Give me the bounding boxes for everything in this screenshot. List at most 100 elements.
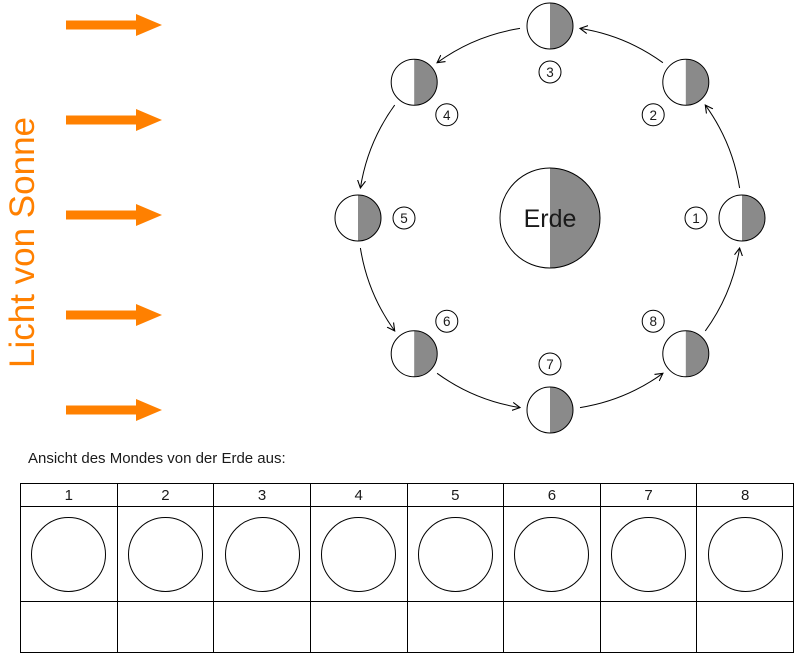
phase-name-cell-3 bbox=[213, 601, 311, 653]
number-circle bbox=[641, 309, 665, 333]
orbit-arrow-3 bbox=[437, 27, 521, 62]
moon-positions bbox=[334, 2, 766, 434]
number-text: 6 bbox=[443, 314, 451, 329]
moon-shadow-half bbox=[742, 195, 765, 241]
number-circle bbox=[538, 60, 562, 84]
empty-moon-circle-8 bbox=[707, 516, 783, 592]
answer-table-empty-row bbox=[20, 601, 794, 653]
position-number-1: 1 bbox=[684, 206, 708, 230]
answer-table-circle-row bbox=[20, 506, 794, 602]
moon-outline bbox=[390, 58, 438, 106]
position-number-3: 3 bbox=[538, 60, 562, 84]
sunlight-label: Licht von Sonne bbox=[3, 117, 42, 368]
position-number-6: 6 bbox=[435, 309, 459, 333]
number-text: 3 bbox=[546, 65, 554, 80]
column-header-6: 6 bbox=[503, 483, 601, 507]
column-header-4: 4 bbox=[309, 483, 408, 507]
empty-moon-circle-5 bbox=[417, 516, 493, 592]
number-text: 1 bbox=[692, 211, 700, 226]
position-number-2: 2 bbox=[641, 103, 665, 127]
column-header-1: 1 bbox=[20, 483, 118, 507]
moon-view-cell-3 bbox=[213, 506, 311, 602]
moon-view-cell-1 bbox=[20, 506, 118, 602]
moon-outline bbox=[526, 386, 574, 434]
sun-ray-arrow bbox=[66, 14, 162, 36]
moon-position-3 bbox=[526, 2, 574, 50]
orbit-direction-arrows bbox=[360, 28, 739, 407]
earth-label: Erde bbox=[524, 205, 577, 233]
moon-shadow-half bbox=[550, 3, 573, 49]
moon-position-1 bbox=[718, 194, 766, 242]
moon-shadow-half bbox=[414, 59, 438, 106]
position-number-4: 4 bbox=[435, 103, 459, 127]
phase-name-cell-2 bbox=[116, 601, 215, 653]
moon-outline bbox=[662, 58, 710, 106]
moon-position-7 bbox=[526, 386, 574, 434]
moon-outline bbox=[526, 2, 574, 50]
phase-name-cell-8 bbox=[696, 601, 794, 653]
number-circle bbox=[641, 103, 665, 127]
column-header-7: 7 bbox=[599, 483, 698, 507]
moon-position-8 bbox=[662, 330, 710, 378]
phase-name-cell-4 bbox=[309, 601, 408, 653]
worksheet-prompt: Ansicht des Mondes von der Erde aus: bbox=[28, 450, 286, 467]
moon-phases-diagram: Licht von Sonne Erde 1 2 3 4 5 6 7 8 bbox=[3, 2, 766, 434]
orbit-arrow-6 bbox=[436, 372, 520, 407]
moon-position-4 bbox=[390, 58, 438, 106]
moon-outline bbox=[718, 194, 766, 242]
moon-view-cell-6 bbox=[503, 506, 601, 602]
empty-moon-circle-1 bbox=[31, 516, 107, 592]
moon-outline bbox=[334, 194, 382, 242]
moon-view-cell-2 bbox=[116, 506, 215, 602]
sunlight-arrows bbox=[66, 14, 162, 421]
sun-ray-arrow bbox=[66, 399, 162, 421]
moon-position-5 bbox=[334, 194, 382, 242]
position-number-7: 7 bbox=[538, 352, 562, 376]
number-circle bbox=[435, 309, 459, 333]
earth-night-half bbox=[550, 168, 600, 268]
moon-view-cell-8 bbox=[696, 506, 794, 602]
number-circle bbox=[435, 103, 459, 127]
empty-moon-circle-7 bbox=[611, 516, 687, 592]
number-text: 4 bbox=[443, 108, 451, 123]
column-header-3: 3 bbox=[213, 483, 311, 507]
orbit-arrow-7 bbox=[579, 373, 663, 409]
earth-outline bbox=[499, 167, 601, 269]
moon-view-cell-4 bbox=[309, 506, 408, 602]
moon-shadow-half bbox=[414, 330, 438, 377]
phase-name-cell-5 bbox=[406, 601, 505, 653]
column-header-8: 8 bbox=[696, 483, 794, 507]
empty-moon-circle-2 bbox=[127, 516, 203, 592]
sun-ray-arrow bbox=[66, 109, 162, 131]
moon-view-cell-7 bbox=[599, 506, 698, 602]
number-text: 7 bbox=[546, 357, 554, 372]
number-circle bbox=[538, 352, 562, 376]
phase-name-cell-1 bbox=[20, 601, 118, 653]
number-circle bbox=[392, 206, 416, 230]
empty-moon-circle-4 bbox=[321, 516, 397, 592]
moon-view-cell-5 bbox=[406, 506, 505, 602]
orbit-arrow-5 bbox=[359, 247, 394, 331]
number-text: 5 bbox=[400, 211, 408, 226]
moon-position-6 bbox=[390, 330, 438, 378]
moon-shadow-half bbox=[550, 387, 573, 433]
moon-shadow-half bbox=[358, 195, 381, 241]
moon-shadow-half bbox=[685, 59, 709, 106]
number-text: 2 bbox=[649, 108, 657, 123]
phase-name-cell-7 bbox=[599, 601, 698, 653]
number-text: 8 bbox=[649, 314, 657, 329]
position-number-labels: 1 2 3 4 5 6 7 8 bbox=[392, 60, 708, 376]
position-number-5: 5 bbox=[392, 206, 416, 230]
sun-ray-arrow bbox=[66, 304, 162, 326]
column-header-2: 2 bbox=[116, 483, 215, 507]
orbit-arrow-1 bbox=[705, 105, 741, 189]
moon-outline bbox=[662, 330, 710, 378]
earth: Erde bbox=[499, 167, 601, 269]
moon-position-2 bbox=[662, 58, 710, 106]
phase-name-cell-6 bbox=[503, 601, 601, 653]
moon-shadow-half bbox=[685, 330, 709, 377]
sun-ray-arrow bbox=[66, 204, 162, 226]
